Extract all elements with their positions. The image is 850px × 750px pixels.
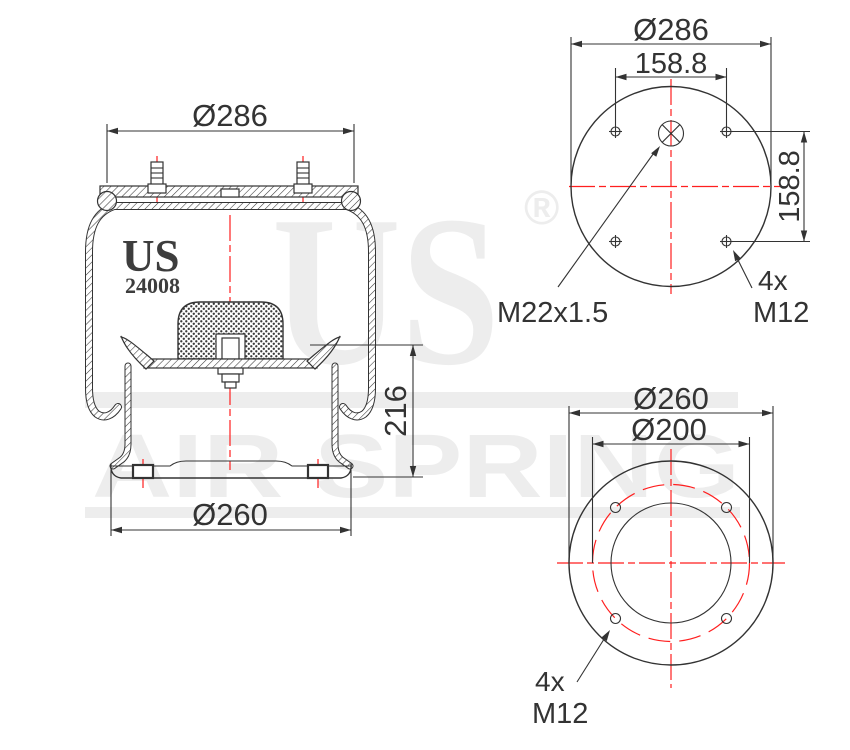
stud-hole-top-left [609, 125, 622, 138]
dim-text-side-base-diameter: Ø260 [192, 497, 268, 532]
watermark: AIR SPRING US ® [85, 171, 740, 518]
dim-text-stud-spacing-horizontal: 158.8 [635, 48, 708, 80]
label-base-bolt-count: 4x [535, 666, 565, 697]
base-bolt-hole-top-right [720, 501, 733, 514]
dim-text-base-outer-diameter: Ø260 [633, 381, 709, 416]
base-bolt-boss-left [131, 463, 155, 480]
watermark-brand: US [272, 171, 500, 410]
dim-text-top-outer-diameter: Ø286 [633, 12, 709, 47]
center-air-port [657, 120, 685, 147]
dim-stud-spacing-horizontal: 158.8 [614, 48, 728, 125]
center-bolt-nut [221, 373, 240, 383]
dim-text-side-top-diameter: Ø286 [192, 98, 268, 133]
base-bolt-boss-right [306, 463, 330, 480]
side-view: US 24008 Ø286 [85, 98, 423, 536]
top-plate-circle [570, 85, 772, 288]
piston-rim-left [120, 335, 155, 370]
part-number-text: 24008 [125, 273, 180, 298]
mounting-stud-left [147, 161, 167, 194]
piston-skirt-left-hatch [110, 363, 131, 469]
center-bolt-tip [224, 381, 237, 389]
top-view: Ø286 158.8 158.8 M22x1.5 [497, 12, 810, 329]
watermark-tagline: AIR SPRING [92, 417, 740, 517]
piston-rim-right [306, 335, 341, 370]
callout-stud-thread: 4x M12 [733, 250, 809, 329]
bottom-view: Ø260 Ø200 4x M12 [532, 381, 785, 730]
dim-side-base-diameter: Ø260 [110, 470, 352, 536]
watermark-stripe-bottom [85, 507, 740, 518]
piston-skirt-right-hatch [332, 363, 353, 469]
dim-base-outer-diameter: Ø260 [568, 381, 774, 563]
bellows-wall-hatch [86, 203, 375, 420]
label-stud-count: 4x [758, 265, 788, 296]
dim-side-height: 216 [310, 344, 423, 478]
dim-side-top-diameter: Ø286 [106, 98, 355, 183]
dim-stud-spacing-vertical: 158.8 [733, 130, 810, 243]
mounting-stud-right [293, 161, 313, 194]
base-bolt-hole-top-left [609, 501, 622, 514]
registered-trademark-icon: ® [524, 182, 559, 235]
label-base-bolt-thread: M12 [532, 698, 588, 730]
piston-base-plate [110, 460, 352, 480]
dim-text-stud-spacing-vertical: 158.8 [774, 150, 806, 223]
rubber-bumper [177, 301, 284, 360]
callout-center-port: M22x1.5 [497, 146, 660, 329]
stud-hole-bottom-left [609, 235, 622, 248]
label-stud-thread: M12 [753, 297, 809, 329]
top-plate-bead-left [96, 190, 118, 212]
dim-text-bolt-circle-diameter: Ø200 [631, 412, 707, 447]
dim-text-side-height: 216 [378, 385, 413, 437]
label-center-port-thread: M22x1.5 [497, 297, 608, 329]
top-plate-center-notch [220, 188, 240, 198]
base-bolt-hole-bottom-right [720, 612, 733, 625]
top-plate-bead-right [340, 190, 362, 212]
stud-hole-bottom-right [720, 235, 733, 248]
part-logo-text: US [122, 231, 180, 281]
callout-base-bolt-thread: 4x M12 [532, 630, 610, 730]
watermark-stripe-top [85, 392, 738, 408]
base-inner-circle [610, 502, 732, 624]
base-bolt-hole-bottom-left [609, 612, 622, 625]
dim-top-outer-diameter: Ø286 [570, 12, 772, 184]
center-bolt-head [221, 337, 240, 360]
dim-bolt-circle-diameter: Ø200 [591, 412, 751, 563]
piston-top-plate [143, 358, 318, 369]
stud-hole-top-right [720, 125, 733, 138]
